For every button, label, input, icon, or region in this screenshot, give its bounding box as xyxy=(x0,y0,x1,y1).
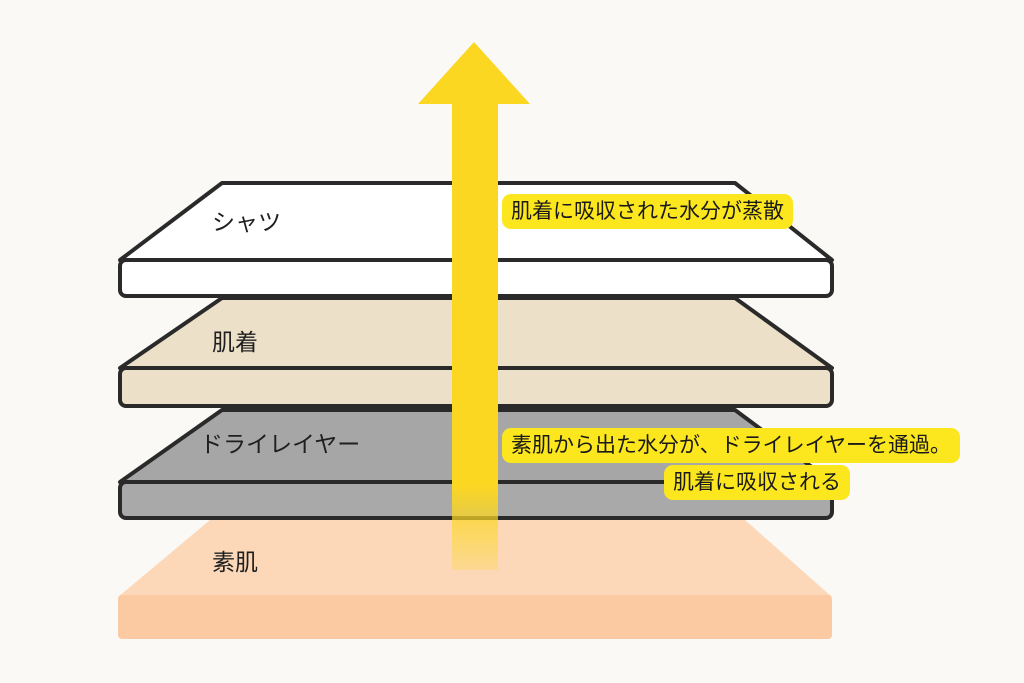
arrow-shaft xyxy=(452,100,498,570)
evaporation-callout: 肌着に吸収された水分が蒸散 xyxy=(502,194,793,229)
arrow-head xyxy=(418,42,530,104)
skin-layer-front xyxy=(118,595,832,639)
upward-moisture-arrow-icon xyxy=(418,42,530,570)
shirt-label: シャツ xyxy=(212,210,281,236)
dry-layer-label: ドライレイヤー xyxy=(200,432,360,458)
passage-callout-line2: 肌着に吸収される xyxy=(664,465,850,500)
underwear-label: 肌着 xyxy=(212,330,258,356)
passage-callout-line1: 素肌から出た水分が、ドライレイヤーを通過。 xyxy=(502,428,960,463)
skin-label: 素肌 xyxy=(212,550,258,576)
